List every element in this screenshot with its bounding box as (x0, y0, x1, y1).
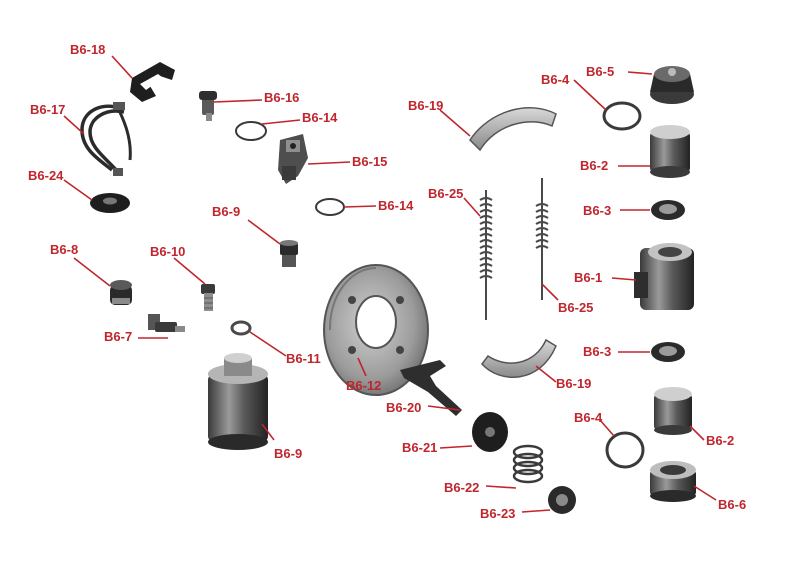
part-b6-12-backing-plate (323, 264, 429, 396)
label-b6-11: B6-11 (286, 351, 321, 366)
part-b6-14-ring-top (235, 121, 267, 141)
part-b6-24-washer (90, 193, 130, 213)
label-b6-17: B6-17 (30, 102, 66, 117)
label-b6-2-top: B6-2 (580, 158, 609, 173)
label-b6-18: B6-18 (70, 42, 106, 57)
part-b6-2-piston-top (650, 125, 690, 178)
label-b6-3-bottom: B6-3 (583, 344, 612, 359)
part-b6-1-body (634, 243, 694, 310)
label-b6-12: B6-12 (346, 378, 382, 393)
label-b6-8: B6-8 (50, 242, 79, 257)
part-b6-18-clip (130, 62, 175, 102)
part-b6-9-nut-top (280, 240, 298, 267)
label-b6-4-bottom: B6-4 (574, 410, 603, 425)
label-b6-6: B6-6 (718, 497, 747, 512)
part-b6-4-ring-top (602, 101, 642, 131)
part-b6-3-seal-top (651, 200, 685, 220)
label-b6-4-top: B6-4 (541, 72, 570, 87)
label-b6-7: B6-7 (104, 329, 133, 344)
label-b6-19-bottom: B6-19 (556, 376, 592, 391)
label-b6-23: B6-23 (480, 506, 516, 521)
label-b6-19-top: B6-19 (408, 98, 444, 113)
part-b6-23-retainer (548, 486, 576, 514)
label-b6-3-top: B6-3 (583, 203, 612, 218)
label-b6-2-bottom: B6-2 (706, 433, 735, 448)
part-b6-8-plug (110, 280, 132, 305)
part-b6-7-switch (148, 314, 185, 332)
part-b6-5-cap (650, 66, 694, 104)
part-b6-25-springs (479, 178, 549, 320)
part-b6-19-shoe-top (469, 107, 557, 152)
label-b6-14-top: B6-14 (302, 110, 338, 125)
part-b6-4-ring-bottom (605, 431, 645, 469)
part-b6-16-bleeder (199, 91, 217, 121)
part-b6-9-cylinder (208, 353, 268, 450)
label-b6-9-top: B6-9 (212, 204, 241, 219)
part-b6-17-hose (80, 102, 132, 176)
label-b6-25-right: B6-25 (558, 300, 594, 315)
part-b6-14-ring-mid (315, 198, 345, 216)
part-b6-21-washer (472, 412, 508, 452)
label-b6-5: B6-5 (586, 64, 615, 79)
part-b6-11-ring (230, 320, 252, 336)
label-b6-9-bottom: B6-9 (274, 446, 303, 461)
label-b6-1: B6-1 (574, 270, 603, 285)
label-b6-14-mid: B6-14 (378, 198, 414, 213)
part-b6-2-piston-bottom (654, 387, 692, 435)
part-b6-19-shoe-bottom (481, 338, 557, 378)
label-b6-25-left: B6-25 (428, 186, 464, 201)
part-b6-6-cup (650, 461, 696, 502)
part-b6-3-seal-bottom (651, 342, 685, 362)
part-b6-22-spring (512, 444, 544, 484)
label-b6-16: B6-16 (264, 90, 300, 105)
label-b6-22: B6-22 (444, 480, 480, 495)
label-b6-21: B6-21 (402, 440, 438, 455)
label-b6-24: B6-24 (28, 168, 64, 183)
label-b6-15: B6-15 (352, 154, 388, 169)
label-b6-20: B6-20 (386, 400, 422, 415)
part-b6-10-bolt (201, 284, 215, 311)
part-b6-15-fitting (278, 134, 308, 184)
leader-lines (63, 55, 717, 513)
part-b6-20-lever (400, 360, 462, 416)
label-b6-10: B6-10 (150, 244, 186, 259)
